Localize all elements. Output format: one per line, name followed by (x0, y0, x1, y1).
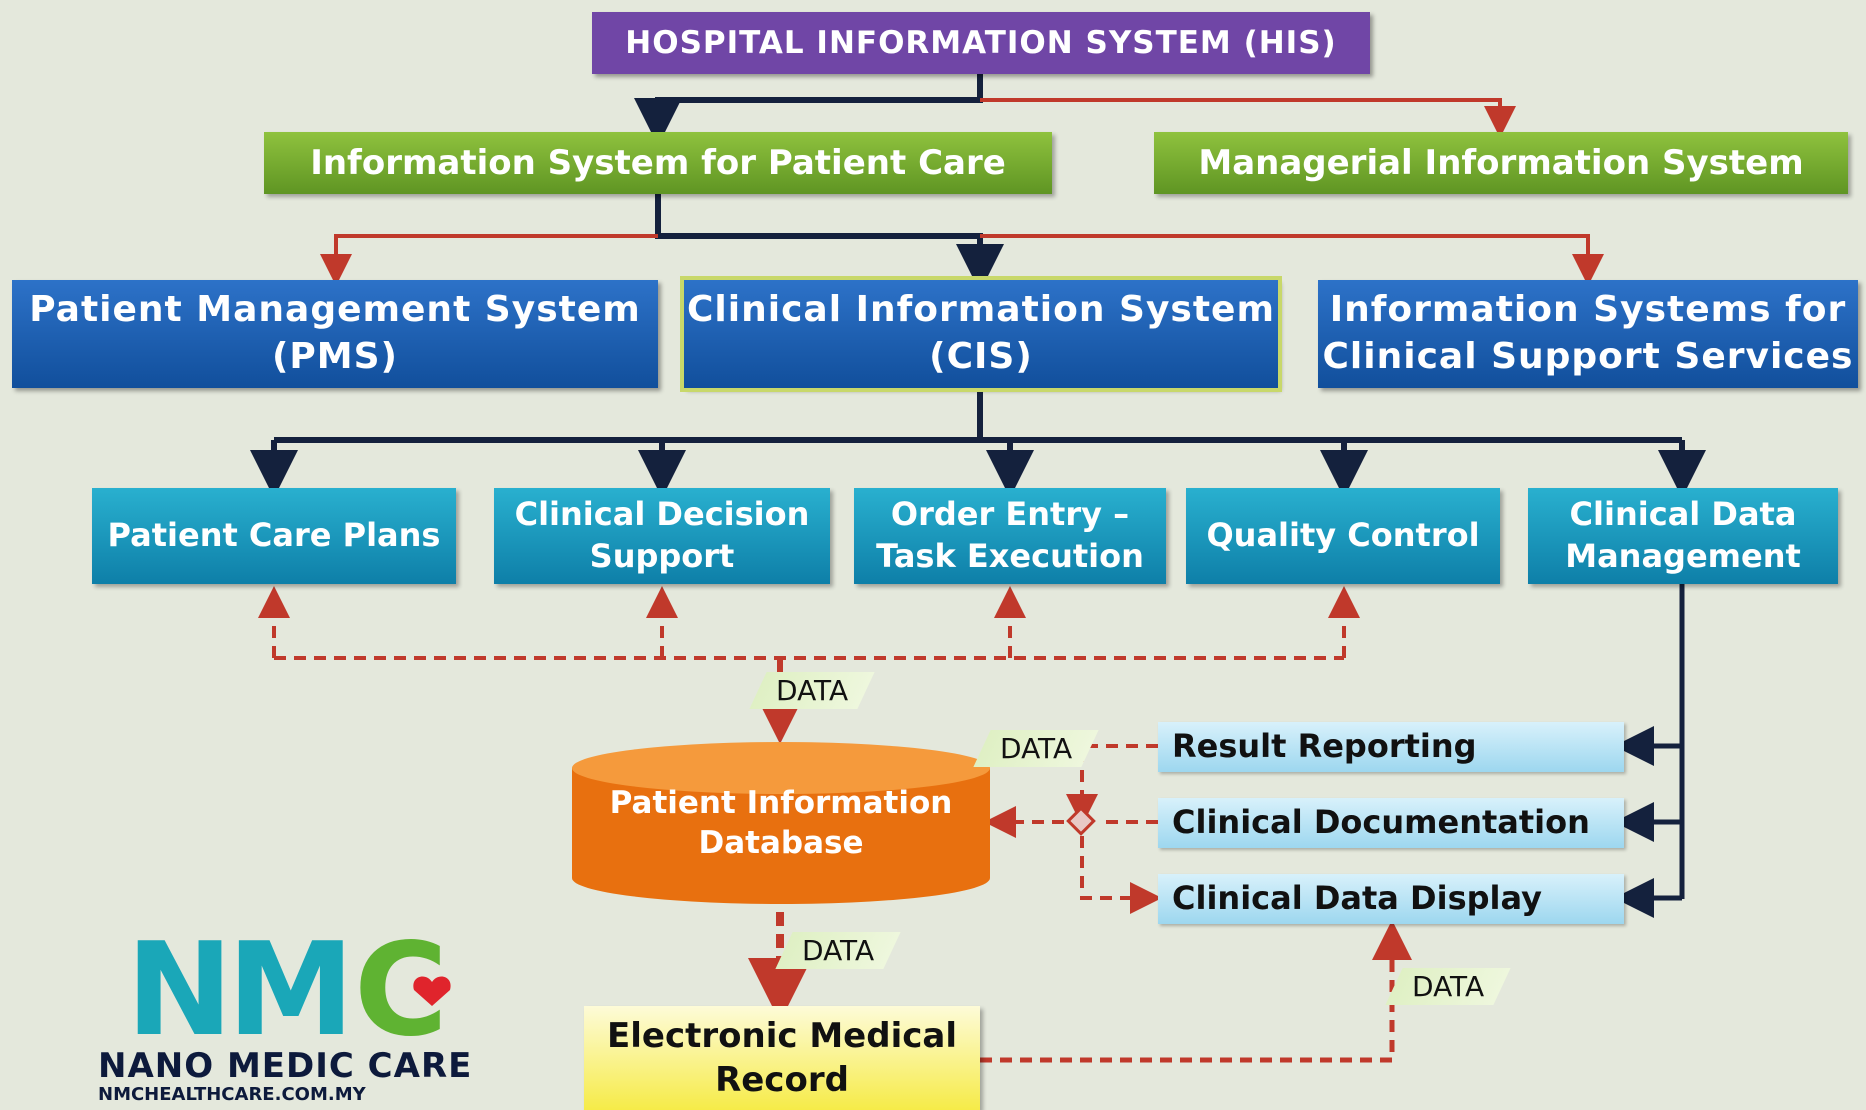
nmc-logo-mark: NM C (126, 934, 451, 1046)
pms-box: Patient Management System(PMS) (12, 280, 658, 388)
logo-name: NANO MEDIC CARE (98, 1046, 473, 1086)
cis-box: Clinical Information System(CIS) (680, 276, 1282, 392)
his-to-managerial-arrow (980, 98, 1516, 138)
quality-control-box: Quality Control (1186, 488, 1500, 584)
patient-care-plans-box: Patient Care Plans (92, 488, 456, 584)
heart-icon (413, 976, 451, 1006)
result-reporting-box: Result Reporting (1158, 722, 1624, 772)
emr-to-display-arrow (980, 920, 1412, 1063)
ispc-to-pms-arrow (320, 234, 658, 286)
cis-trunk-line (274, 388, 1682, 443)
database-cylinder (572, 742, 990, 904)
data-label: DATA (775, 932, 901, 969)
svg-text:NM: NM (126, 934, 349, 1046)
nmc-logo: NM C NANO MEDIC CARE NMCHEALTHCARE.COM.M… (98, 934, 498, 1110)
clinical-data-display-box: Clinical Data Display (1158, 874, 1624, 924)
hub-diamond (1066, 806, 1096, 836)
logo-url: NMCHEALTHCARE.COM.MY (98, 1084, 366, 1105)
patient-care-is-box: Information System for Patient Care (264, 132, 1052, 194)
data-label: DATA (1385, 968, 1511, 1005)
order-entry-box: Order Entry –Task Execution (854, 488, 1166, 584)
clinical-documentation-box: Clinical Documentation (1158, 798, 1624, 848)
data-label: DATA (973, 730, 1099, 767)
his-box: HOSPITAL INFORMATION SYSTEM (HIS) (592, 12, 1370, 74)
data-label: DATA (749, 672, 875, 709)
managerial-is-box: Managerial Information System (1154, 132, 1848, 194)
hub-lines (984, 744, 1162, 914)
data-feedback-lines (258, 586, 1360, 660)
ispc-to-cis-arrow (655, 194, 1004, 292)
ispc-to-support-arrow (980, 234, 1604, 286)
his-to-patient-care-arrow (634, 74, 983, 146)
